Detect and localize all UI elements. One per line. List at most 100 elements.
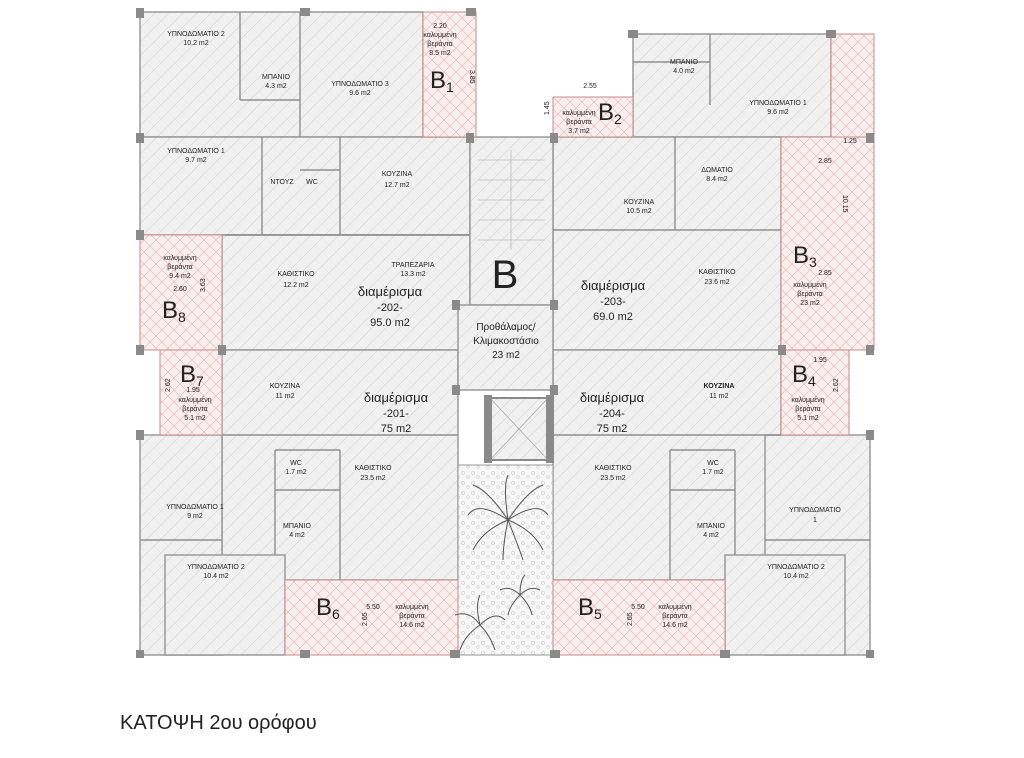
veranda-text: βεράντα — [399, 612, 424, 620]
apartment-203-floor — [632, 33, 832, 138]
apartment-label: διαμέρισμα — [580, 390, 645, 405]
room-labels: ΥΠΝΟΔΩΜΑΤΙΟ 2 10.2 m2 ΜΠΑΝΙΟ 4.3 m2 ΥΠΝΟ… — [166, 31, 841, 580]
veranda-b6-label: B6 5.50 2.65 καλυμμένη βεράντα 14.6 m2 — [316, 594, 429, 629]
veranda-b7-label: B7 2.62 1.95 καλυμμένη βεράντα 5.1 m2 — [165, 361, 212, 422]
plan-title: ΚΑΤΟΨΗ 2ου ορόφου — [120, 712, 317, 734]
room-name: ΜΠΑΝΙΟ — [697, 523, 726, 530]
veranda-text: βεράντα — [662, 612, 687, 620]
apartment-area: 75 m2 — [597, 423, 628, 435]
veranda-dim: 2.65 — [627, 612, 634, 626]
room-name: ΚΟΥΖΙΝΑ — [382, 171, 413, 178]
veranda-area: 3.7 m2 — [568, 128, 590, 135]
veranda-b3-area — [780, 136, 875, 351]
veranda-dim: 2.65 — [362, 612, 369, 626]
room-name: WC — [290, 460, 302, 467]
veranda-text: βεράντα — [182, 405, 207, 413]
veranda-text: βεράντα — [167, 263, 192, 271]
veranda-area: 9.4 m2 — [169, 273, 191, 280]
room-area: 13.3 m2 — [400, 271, 425, 278]
apartment-202-floor — [139, 11, 424, 138]
veranda-dim: 1.45 — [544, 101, 551, 115]
veranda-b7-area — [159, 349, 223, 436]
room-area: 23.6 m2 — [704, 279, 729, 286]
room-area: 23.5 m2 — [600, 475, 625, 482]
room-area: 10.4 m2 — [783, 573, 808, 580]
veranda-tag: B7 — [180, 361, 204, 389]
veranda-dim: 1.25 — [843, 138, 857, 145]
apartment-area: 95.0 m2 — [370, 317, 410, 329]
apartment-203-label: διαμέρισμα -203- 69.0 m2 — [581, 278, 646, 323]
room-name: ΥΠΝΟΔΩΜΑΤΙΟ 1 — [166, 504, 224, 511]
veranda-text: καλυμμένη — [178, 396, 211, 404]
apartment-label: διαμέρισμα — [364, 390, 429, 405]
apartment-204-label: διαμέρισμα -204- 75 m2 — [580, 390, 645, 435]
veranda-dim: 2.60 — [173, 286, 187, 293]
room-name: ΚΟΥΖΙΝΑ — [704, 383, 735, 390]
veranda-text: βεράντα — [427, 40, 452, 48]
room-area: 10.2 m2 — [183, 40, 208, 47]
room-name: ΚΟΥΖΙΝΑ — [270, 383, 301, 390]
apartment-201-floor — [164, 554, 286, 656]
veranda-dim: 2.55 — [583, 83, 597, 90]
veranda-b2-area — [552, 96, 634, 138]
veranda-text: καλυμμένη — [163, 254, 196, 262]
veranda-b8-area — [139, 234, 223, 351]
floor-areas — [139, 11, 871, 656]
veranda-b2-label: 2.55 1.45 καλυμμένη βεράντα 3.7 m2 B2 — [544, 83, 622, 135]
lobby-line2: Κλιμακοστάσιο — [473, 335, 539, 347]
veranda-tag: B5 — [578, 594, 602, 622]
veranda-dim: 2.85 — [818, 158, 832, 165]
room-area: 1 — [813, 517, 817, 524]
apartment-201-label: διαμέρισμα -201- 75 m2 — [364, 390, 429, 435]
room-name: ΚΑΘΙΣΤΙΚΟ — [354, 465, 392, 472]
veranda-b1-label: B1 2.20 καλυμμένη βεράντα 8.5 m2 3.85 — [423, 23, 475, 95]
room-name: ΚΑΘΙΣΤΙΚΟ — [698, 269, 736, 276]
apartment-202-floor — [221, 234, 471, 351]
veranda-dim: 1.95 — [813, 357, 827, 364]
core-stair-floor — [469, 136, 554, 306]
veranda-b4-label: 1.95 B4 2.62 καλυμμένη βεράντα 5.1 m2 — [791, 357, 840, 422]
veranda-tag: B1 — [430, 67, 454, 95]
apartment-area: 75 m2 — [381, 423, 412, 435]
veranda-text: καλυμμένη — [791, 396, 824, 404]
apartment-203-floor — [552, 136, 782, 351]
structural-columns — [136, 8, 874, 658]
veranda-tag: B6 — [316, 594, 340, 622]
palm-tree-icon — [454, 474, 549, 651]
veranda-b8-label: καλυμμένη βεράντα 9.4 m2 2.60 3.63 B8 — [162, 254, 207, 325]
veranda-tag: B2 — [598, 99, 622, 127]
lobby-area: 23 m2 — [492, 350, 520, 361]
veranda-b5-label: B5 5.50 2.65 καλυμμένη βεράντα 14.6 m2 — [578, 594, 692, 629]
veranda-area: 5.1 m2 — [184, 415, 206, 422]
apartment-number: -204- — [599, 408, 625, 420]
veranda-area: 23 m2 — [800, 300, 820, 307]
room-name: ΥΠΝΟΔΩΜΑΤΙΟ 1 — [749, 100, 807, 107]
room-name: ΚΟΥΖΙΝΑ — [624, 199, 655, 206]
veranda-b3-label: 1.25 2.85 10.15 B3 2.85 καλυμμένη βεράντ… — [793, 138, 857, 307]
veranda-area: 5.1 m2 — [797, 415, 819, 422]
veranda-text: καλυμμένη — [793, 281, 826, 289]
room-area: 11 m2 — [276, 393, 295, 400]
apartment-number: -201- — [383, 408, 409, 420]
veranda-dim: 2.20 — [433, 23, 447, 30]
room-name: ΜΠΑΝΙΟ — [262, 74, 291, 81]
interior-walls — [140, 12, 870, 580]
veranda-dim: 5.50 — [631, 604, 645, 611]
room-area: 1.7 m2 — [702, 469, 724, 476]
room-name: ΥΠΝΟΔΩΜΑΤΙΟ 2 — [767, 564, 825, 571]
veranda-dim: 3.85 — [468, 70, 475, 84]
room-name: ΤΡΑΠΕΖΑΡΙΑ — [391, 262, 434, 269]
lobby-line1: Προθάλαμος/ — [476, 321, 536, 333]
apartment-label: διαμέρισμα — [358, 284, 423, 299]
apartment-area: 69.0 m2 — [593, 311, 633, 323]
veranda-text: βεράντα — [795, 405, 820, 413]
veranda-text: καλυμμένη — [423, 31, 456, 39]
room-area: 9.7 m2 — [185, 157, 207, 164]
veranda-area: 14.6 m2 — [399, 622, 424, 629]
room-area: 4 m2 — [703, 532, 719, 539]
room-name: ΝΤΟΥΖ — [270, 179, 294, 186]
veranda-tag: B8 — [162, 297, 186, 325]
veranda-dim: 10.15 — [841, 195, 848, 213]
veranda-dim: 2.62 — [165, 378, 172, 392]
